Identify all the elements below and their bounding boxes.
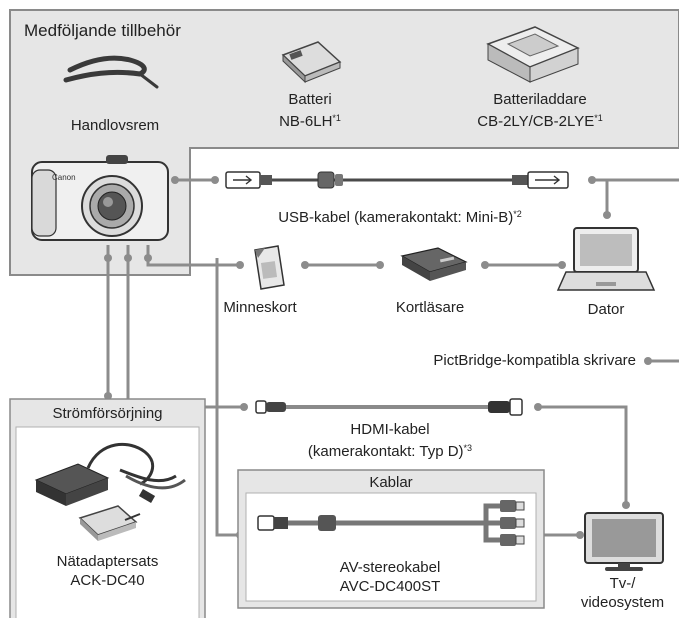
usb-cable-label: USB-kabel (kamerakontakt: Mini-B)*2 (278, 209, 522, 226)
svg-text:Canon: Canon (52, 173, 76, 182)
battery-name: Batteri (288, 91, 332, 108)
hdmi-cable-icon (255, 398, 523, 416)
av-cable-icon (257, 500, 525, 546)
power-supply-title: Strömförsörjning (52, 405, 163, 422)
included-accessories-panel (9, 9, 679, 276)
av-cable-model: AVC-DC400ST (339, 578, 441, 595)
tv-system: videosystem (580, 594, 665, 611)
printers-label: PictBridge-kompatibla skrivare (433, 352, 636, 369)
battery-charger-icon (486, 26, 580, 83)
cables-title: Kablar (369, 474, 413, 491)
included-accessories-title: Medföljande tillbehör (24, 21, 181, 40)
tv-label: Tv-/ videosystem (570, 574, 675, 612)
tv-icon (584, 512, 664, 571)
hdmi-cable-label: HDMI-kabel (kamerakontakt: Typ D)*3 (270, 420, 510, 461)
ac-adapter-model: ACK-DC40 (70, 572, 145, 589)
wrist-strap-label: Handlovsrem (70, 117, 160, 134)
wrist-strap-icon (63, 55, 159, 89)
card-reader-icon (400, 247, 468, 281)
memory-card-icon (254, 245, 285, 290)
ac-adapter-label: Nätadaptersats ACK-DC40 (10, 552, 205, 590)
av-cable-name: AV-stereokabel (339, 559, 441, 576)
computer-icon (556, 227, 656, 291)
charger-label: Batteriladdare CB-2LY/CB-2LYE*1 (450, 90, 630, 131)
tv-name: Tv-/ (609, 575, 636, 592)
computer-label: Dator (587, 301, 625, 318)
charger-model: CB-2LY/CB-2LYE*1 (477, 113, 603, 130)
hdmi-cable-connector: (kamerakontakt: Typ D)*3 (307, 443, 473, 460)
av-cable-label: AV-stereokabel AVC-DC400ST (290, 558, 490, 596)
ac-adapter-icon (34, 443, 186, 506)
usb-cable-icon (225, 171, 569, 189)
battery-model: NB-6LH*1 (279, 113, 341, 130)
battery-label: Batteri NB-6LH*1 (240, 90, 380, 131)
card-reader-label: Kortläsare (395, 299, 465, 316)
ac-adapter-name: Nätadaptersats (56, 553, 159, 570)
battery-icon (281, 41, 342, 84)
charger-name: Batteriladdare (493, 91, 587, 108)
camera-icon: Canon (31, 155, 169, 241)
hdmi-cable-name: HDMI-kabel (350, 421, 430, 438)
memory-card-label: Minneskort (223, 299, 297, 316)
dc-coupler-icon (78, 505, 141, 541)
